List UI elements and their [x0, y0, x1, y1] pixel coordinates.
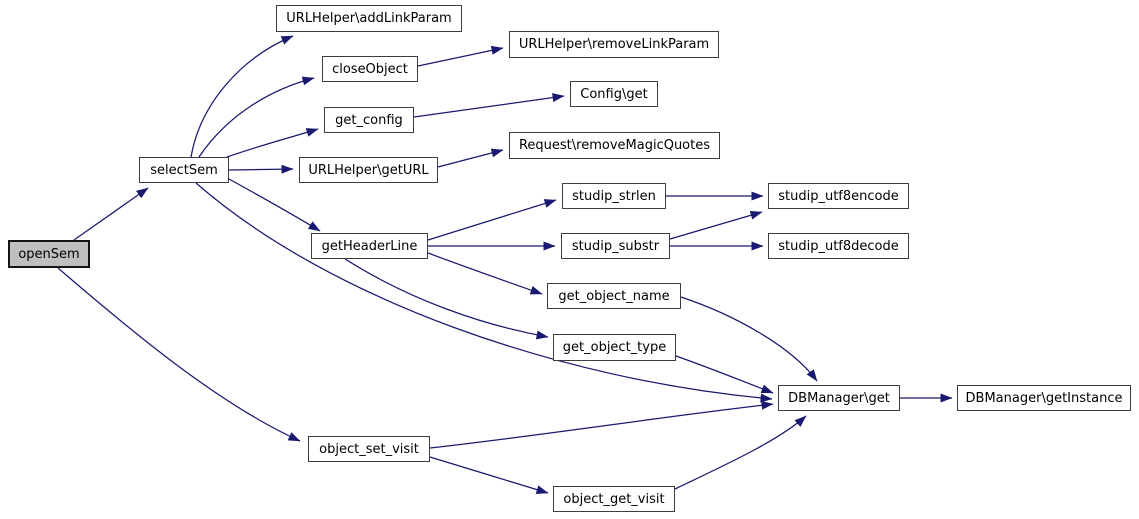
edge-object-get-visit-dbmanager-get: [674, 415, 807, 490]
node-request-remove-magic-quotes[interactable]: Request\removeMagicQuotes: [509, 132, 720, 159]
node-dbmanager-get[interactable]: DBManager\get: [778, 385, 900, 411]
node-open-sem[interactable]: openSem: [8, 240, 90, 268]
node-get-header-line[interactable]: getHeaderLine: [311, 233, 428, 259]
node-get-config[interactable]: get_config: [324, 107, 414, 133]
edge-selectsem-getheaderline: [228, 178, 321, 232]
node-get-object-type[interactable]: get_object_type: [553, 334, 676, 361]
edge-getheaderline-get-object-type: [344, 258, 549, 340]
edge-getheaderline-studip-strlen: [427, 199, 557, 241]
node-studip-utf8decode[interactable]: studip_utf8decode: [768, 233, 909, 259]
node-object-get-visit[interactable]: object_get_visit: [553, 486, 675, 512]
node-config-get[interactable]: Config\get: [570, 81, 658, 107]
edge-selectsem-dbmanager-get: [195, 182, 773, 403]
edge-getheaderline-get-object-name: [427, 252, 543, 295]
edge-object-set-visit-dbmanager-get: [429, 400, 774, 449]
node-studip-strlen[interactable]: studip_strlen: [562, 183, 666, 209]
edge-selectsem-addlinkparam: [190, 35, 294, 158]
edge-selectsem-closeobject: [198, 76, 315, 158]
edge-get-config-config-get: [413, 93, 565, 118]
node-dbmanager-get-instance[interactable]: DBManager\getInstance: [957, 385, 1131, 411]
node-urlhelper-get-url[interactable]: URLHelper\getURL: [299, 157, 438, 183]
node-get-object-name[interactable]: get_object_name: [547, 283, 681, 309]
edge-closeobject-removelinkparam: [417, 45, 504, 67]
edge-geturl-removemagicquotes: [437, 148, 504, 168]
edge-opensem-object-set-visit: [57, 267, 301, 442]
edge-studip-substr-utf8encode: [669, 210, 763, 240]
edge-object-set-visit-object-get-visit: [429, 456, 549, 495]
node-studip-substr[interactable]: studip_substr: [561, 233, 670, 259]
node-object-set-visit[interactable]: object_set_visit: [308, 436, 430, 462]
edge-opensem-selectsem: [73, 187, 149, 241]
edge-selectsem-get-config: [226, 128, 319, 158]
edge-get-object-name-dbmanager-get: [680, 296, 818, 382]
node-studip-utf8encode[interactable]: studip_utf8encode: [768, 183, 909, 209]
node-close-object[interactable]: closeObject: [322, 56, 418, 82]
node-urlhelper-remove-link-param[interactable]: URLHelper\removeLinkParam: [509, 31, 719, 58]
node-select-sem[interactable]: selectSem: [139, 157, 229, 183]
edge-selectsem-geturl: [228, 164, 294, 174]
edge-get-object-type-dbmanager-get: [675, 355, 774, 394]
node-urlhelper-add-link-param[interactable]: URLHelper\addLinkParam: [276, 5, 462, 32]
